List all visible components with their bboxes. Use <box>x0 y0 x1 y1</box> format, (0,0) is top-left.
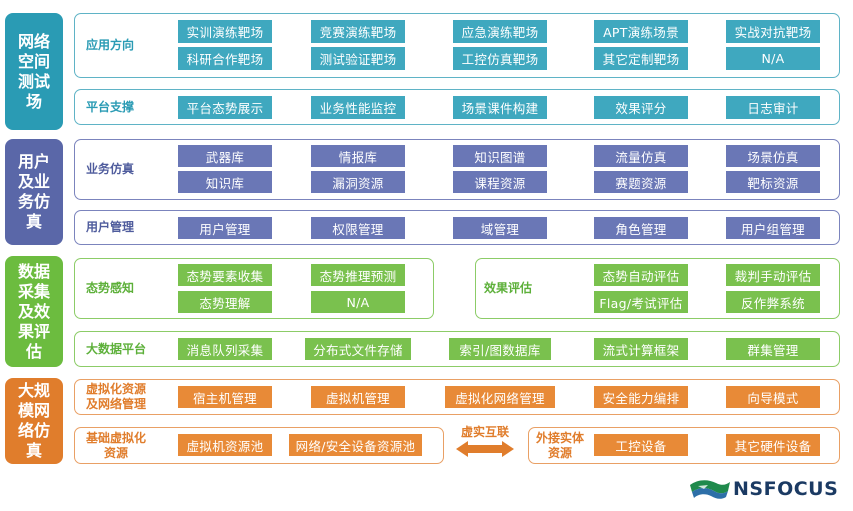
row-label-user-mgmt: 用户管理 <box>86 220 135 234</box>
row-label-business-sim: 业务仿真 <box>86 162 135 176</box>
item-log-audit[interactable]: 日志审计 <box>726 96 820 119</box>
item-usergroup-management[interactable]: 用户组管理 <box>726 217 820 239</box>
item-distributed-fs[interactable]: 分布式文件存储 <box>305 338 411 360</box>
item-role-management[interactable]: 角色管理 <box>594 217 688 239</box>
section-title-network-sim: 大规模网络仿真 <box>5 378 63 464</box>
item-wizard-mode[interactable]: 向导模式 <box>726 386 820 408</box>
item-anti-cheat[interactable]: 反作弊系统 <box>726 291 820 313</box>
item-challenge-resource[interactable]: 赛题资源 <box>594 171 688 193</box>
item-research-range[interactable]: 科研合作靶场 <box>178 47 272 70</box>
item-intel-lib[interactable]: 情报库 <box>311 145 405 167</box>
item-index-graph-db[interactable]: 索引/图数据库 <box>449 338 551 360</box>
item-ics-sim-range[interactable]: 工控仿真靶场 <box>453 47 547 70</box>
row-label-situation: 态势感知 <box>86 281 135 295</box>
nsfocus-logo-text: NSFOCUS <box>733 478 839 500</box>
item-apt-scenario[interactable]: APT演练场景 <box>594 20 688 43</box>
item-vuln-resource[interactable]: 漏洞资源 <box>311 171 405 193</box>
item-stream-compute[interactable]: 流式计算框架 <box>594 338 688 360</box>
item-knowledge-base[interactable]: 知识库 <box>178 171 272 193</box>
item-manual-judging[interactable]: 裁判手动评估 <box>726 264 820 286</box>
item-user-management[interactable]: 用户管理 <box>178 217 272 239</box>
item-other-hardware[interactable]: 其它硬件设备 <box>726 434 820 456</box>
item-situation-predict[interactable]: 态势推理预测 <box>311 264 405 286</box>
item-emergency-range[interactable]: 应急演练靶场 <box>453 20 547 43</box>
item-security-orchestration[interactable]: 安全能力编排 <box>594 386 688 408</box>
row-label-base-virt: 基础虚拟化 资源 <box>86 430 147 460</box>
item-host-mgmt[interactable]: 宿主机管理 <box>178 386 272 408</box>
item-domain-management[interactable]: 域管理 <box>453 217 547 239</box>
nsfocus-flag-icon <box>690 480 730 499</box>
item-na-1[interactable]: N/A <box>726 47 820 70</box>
row-label-external: 外接实体 资源 <box>536 430 585 460</box>
item-knowledge-graph[interactable]: 知识图谱 <box>453 145 547 167</box>
section-title-data-eval: 数据采集及效果评估 <box>5 256 63 367</box>
item-auto-evaluation[interactable]: 态势自动评估 <box>594 264 688 286</box>
row-label-virt-mgmt: 虚拟化资源 及网络管理 <box>86 382 147 411</box>
item-traffic-sim[interactable]: 流量仿真 <box>594 145 688 167</box>
item-courseware-build[interactable]: 场景课件构建 <box>453 96 547 119</box>
item-custom-range[interactable]: 其它定制靶场 <box>594 47 688 70</box>
item-weapon-lib[interactable]: 武器库 <box>178 145 272 167</box>
item-target-resource[interactable]: 靶标资源 <box>726 171 820 193</box>
double-arrow-icon <box>456 441 514 457</box>
item-platform-dashboard[interactable]: 平台态势展示 <box>178 96 272 119</box>
item-vm-mgmt[interactable]: 虚拟机管理 <box>311 386 405 408</box>
item-flag-exam-eval[interactable]: Flag/考试评估 <box>594 291 688 313</box>
item-net-sec-device-pool[interactable]: 网络/安全设备资源池 <box>289 434 422 456</box>
item-na-2[interactable]: N/A <box>311 291 405 313</box>
interconnect-label: 虚实互联 <box>460 425 509 439</box>
item-combat-range[interactable]: 实战对抗靶场 <box>726 20 820 43</box>
section-title-cyber-range: 网络空间测试场 <box>5 13 63 130</box>
item-vm-pool[interactable]: 虚拟机资源池 <box>178 434 272 456</box>
item-performance-monitor[interactable]: 业务性能监控 <box>311 96 405 119</box>
row-label-platform-support: 平台支撑 <box>86 99 135 114</box>
item-situation-understand[interactable]: 态势理解 <box>178 291 272 313</box>
item-effect-score[interactable]: 效果评分 <box>594 96 688 119</box>
item-training-range[interactable]: 实训演练靶场 <box>178 20 272 43</box>
row-label-bigdata: 大数据平台 <box>86 341 147 356</box>
item-scene-sim[interactable]: 场景仿真 <box>726 145 820 167</box>
item-mq-collect[interactable]: 消息队列采集 <box>178 338 272 360</box>
item-course-resource[interactable]: 课程资源 <box>453 171 547 193</box>
item-permission-management[interactable]: 权限管理 <box>311 217 405 239</box>
item-virt-network-mgmt[interactable]: 虚拟化网络管理 <box>445 386 555 408</box>
item-test-verify-range[interactable]: 测试验证靶场 <box>311 47 405 70</box>
item-competition-range[interactable]: 竞赛演练靶场 <box>311 20 405 43</box>
row-label-app-direction: 应用方向 <box>86 38 135 52</box>
row-label-evaluation: 效果评估 <box>484 281 533 295</box>
item-cluster-mgmt[interactable]: 群集管理 <box>726 338 820 360</box>
item-ics-device[interactable]: 工控设备 <box>594 434 688 456</box>
section-title-user-business-sim: 用户及业务仿真 <box>5 139 63 245</box>
item-situation-collect[interactable]: 态势要素收集 <box>178 264 272 286</box>
